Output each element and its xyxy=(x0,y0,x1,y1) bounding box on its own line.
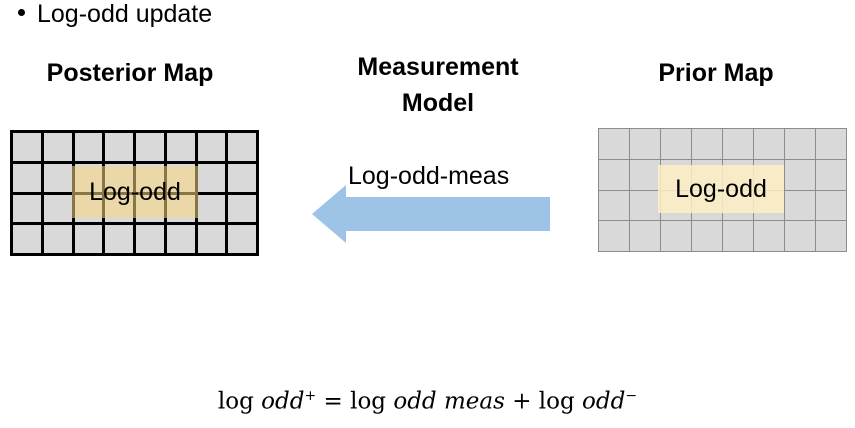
prior-map-title: Prior Map xyxy=(658,59,774,87)
grid-cell xyxy=(43,225,72,253)
grid-cell xyxy=(197,163,226,192)
grid-cell xyxy=(105,133,133,161)
grid-cell xyxy=(13,225,41,253)
grid-cell xyxy=(13,133,41,161)
eq-odd-1: odd xyxy=(261,388,305,415)
log-odd-meas-label: Log-odd-meas xyxy=(348,162,510,190)
grid-cell xyxy=(692,129,722,159)
grid-cell xyxy=(228,163,256,192)
grid-cell xyxy=(197,194,226,223)
posterior-log-odd-label: Log-odd xyxy=(89,177,181,206)
measurement-title-line2: Model xyxy=(401,89,475,117)
grid-cell xyxy=(723,221,753,251)
grid-cell xyxy=(136,225,164,253)
bullet-dot-icon xyxy=(18,8,25,16)
grid-cell xyxy=(599,159,629,190)
grid-cell xyxy=(197,133,226,161)
grid-cell xyxy=(630,159,660,190)
eq-sup-plus: + xyxy=(304,388,317,404)
grid-cell xyxy=(74,225,103,253)
grid-cell xyxy=(13,194,41,223)
measurement-model-title: Measurement Model xyxy=(318,49,558,121)
grid-cell xyxy=(197,225,226,253)
grid-cell xyxy=(754,129,784,159)
grid-cell xyxy=(43,194,72,223)
grid-cell xyxy=(74,133,103,161)
grid-cell xyxy=(599,129,629,159)
grid-cell xyxy=(723,129,753,159)
prior-log-odd-label: Log-odd xyxy=(675,174,767,203)
grid-cell xyxy=(816,221,846,251)
grid-cell xyxy=(105,225,133,253)
grid-cell xyxy=(816,129,846,159)
eq-log-3: log xyxy=(538,388,575,415)
eq-equals: = xyxy=(323,388,343,415)
posterior-log-odd-region: Log-odd xyxy=(72,166,198,218)
grid-cell xyxy=(228,133,256,161)
grid-cell xyxy=(785,190,815,221)
grid-cell xyxy=(816,190,846,221)
left-arrow-icon xyxy=(312,185,550,243)
measurement-title-line1: Measurement xyxy=(357,53,519,81)
grid-cell xyxy=(228,194,256,223)
grid-cell xyxy=(43,163,72,192)
eq-meas: meas xyxy=(443,388,505,415)
grid-cell xyxy=(43,133,72,161)
log-odd-equation: log odd+ = log odd meas + log odd− xyxy=(0,388,855,415)
eq-log-2: log xyxy=(350,388,387,415)
grid-cell xyxy=(599,221,629,251)
prior-log-odd-region: Log-odd xyxy=(658,165,784,213)
grid-cell xyxy=(136,133,164,161)
eq-plus: + xyxy=(512,388,532,415)
grid-cell xyxy=(630,190,660,221)
eq-log-1: log xyxy=(217,388,254,415)
arrow-shape xyxy=(312,185,550,243)
bullet-item: Log-odd update xyxy=(18,0,212,29)
grid-cell xyxy=(785,159,815,190)
eq-odd-3: odd xyxy=(582,388,626,415)
grid-cell xyxy=(630,129,660,159)
eq-sup-minus: − xyxy=(625,388,638,404)
grid-cell xyxy=(166,133,195,161)
grid-cell xyxy=(785,129,815,159)
grid-cell xyxy=(661,129,691,159)
grid-cell xyxy=(692,221,722,251)
bullet-text: Log-odd update xyxy=(37,0,213,28)
grid-cell xyxy=(228,225,256,253)
grid-cell xyxy=(754,221,784,251)
grid-cell xyxy=(785,221,815,251)
grid-cell xyxy=(630,221,660,251)
grid-cell xyxy=(166,225,195,253)
eq-odd-2: odd xyxy=(393,388,437,415)
grid-cell xyxy=(599,190,629,221)
grid-cell xyxy=(661,221,691,251)
grid-cell xyxy=(13,163,41,192)
posterior-map-title: Posterior Map xyxy=(46,59,214,87)
grid-cell xyxy=(816,159,846,190)
